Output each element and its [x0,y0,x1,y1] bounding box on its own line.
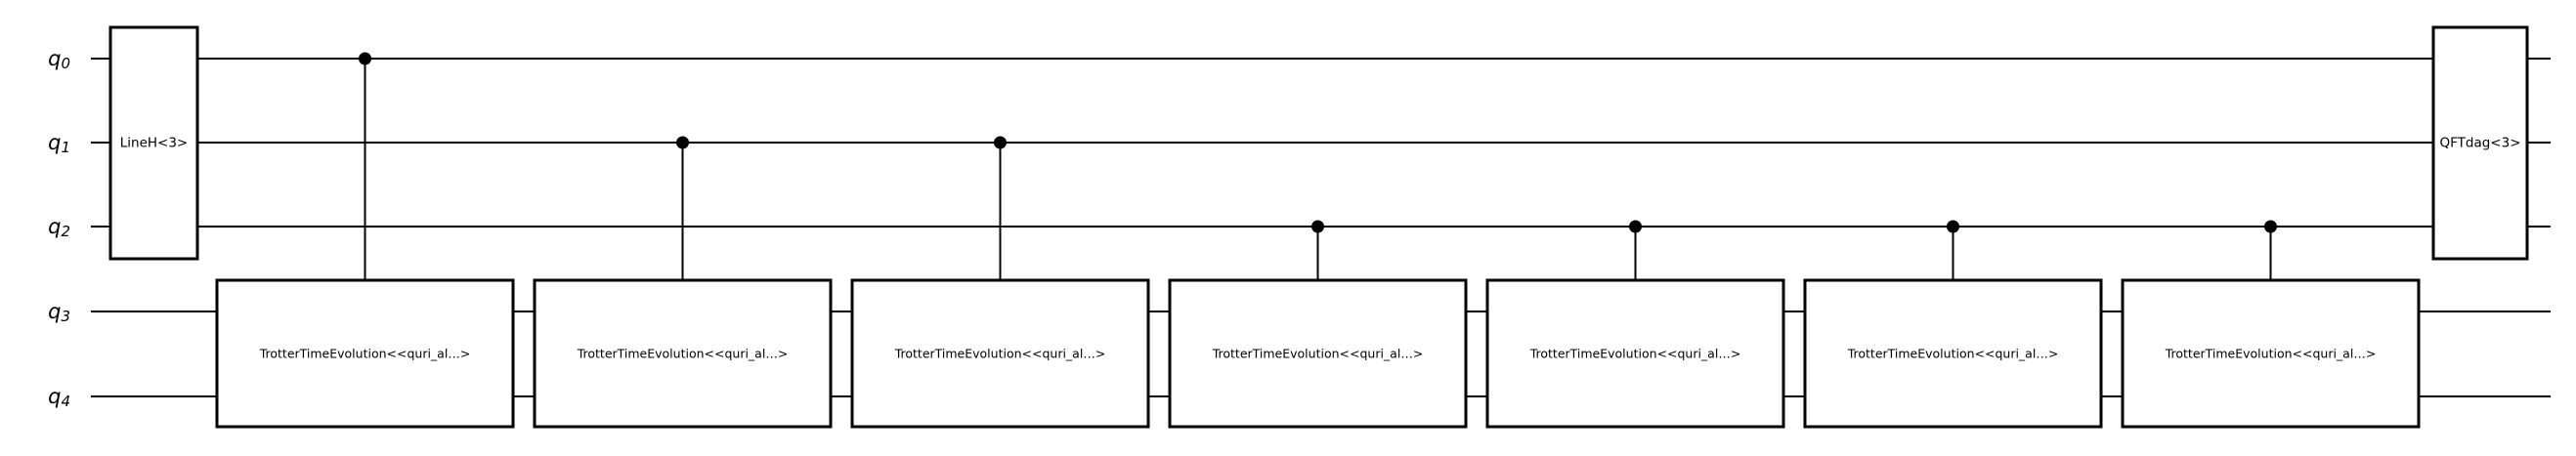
gate-trotter-6-box [1803,278,2103,429]
gate-trotter-3-label: TrotterTimeEvolution<<quri_al…> [894,347,1106,361]
gate-lineh-box [108,25,199,261]
gate-trotter-1-box [215,278,515,429]
control-dot-6-q2 [1947,220,1959,233]
gate-trotter-7-box [2121,278,2421,429]
gate-trotter-5-box [1485,278,1785,429]
gate-trotter-6-label: TrotterTimeEvolution<<quri_al…> [1847,347,2059,361]
gate-trotter-3-box [850,278,1150,429]
gate-trotter-2-label: TrotterTimeEvolution<<quri_al…> [577,347,789,361]
gate-qftdag-label: QFTdag<3> [2439,136,2520,151]
gate-trotter-5-label: TrotterTimeEvolution<<quri_al…> [1529,347,1741,361]
qubit-label-q3: q3 [48,300,70,325]
gate-qftdag-box [2431,25,2529,261]
control-dot-1-q0 [359,52,371,65]
qubit-label-subscript: 3 [61,308,70,325]
control-dot-3-q1 [994,136,1007,149]
qubit-label-subscript: 0 [61,55,70,72]
control-dot-5-q2 [1629,220,1642,233]
gate-trotter-1-label: TrotterTimeEvolution<<quri_al…> [259,347,471,361]
qubit-label-subscript: 1 [61,139,70,156]
gate-lineh-label: LineH<3> [120,136,189,151]
gate-trotter-4-box [1168,278,1468,429]
gate-trotter-4-label: TrotterTimeEvolution<<quri_al…> [1212,347,1424,361]
qubit-label-q2: q2 [48,215,70,240]
qubit-label-subscript: 4 [61,393,70,410]
control-dot-4-q2 [1311,220,1324,233]
qubit-label-q4: q4 [48,385,70,410]
qubit-label-q1: q1 [48,131,70,156]
qubit-label-q0: q0 [48,47,70,72]
control-dot-2-q1 [676,136,689,149]
gate-trotter-7-label: TrotterTimeEvolution<<quri_al…> [2165,347,2377,361]
qubit-label-subscript: 2 [61,223,70,240]
control-dot-7-q2 [2264,220,2277,233]
gate-trotter-2-box [533,278,833,429]
